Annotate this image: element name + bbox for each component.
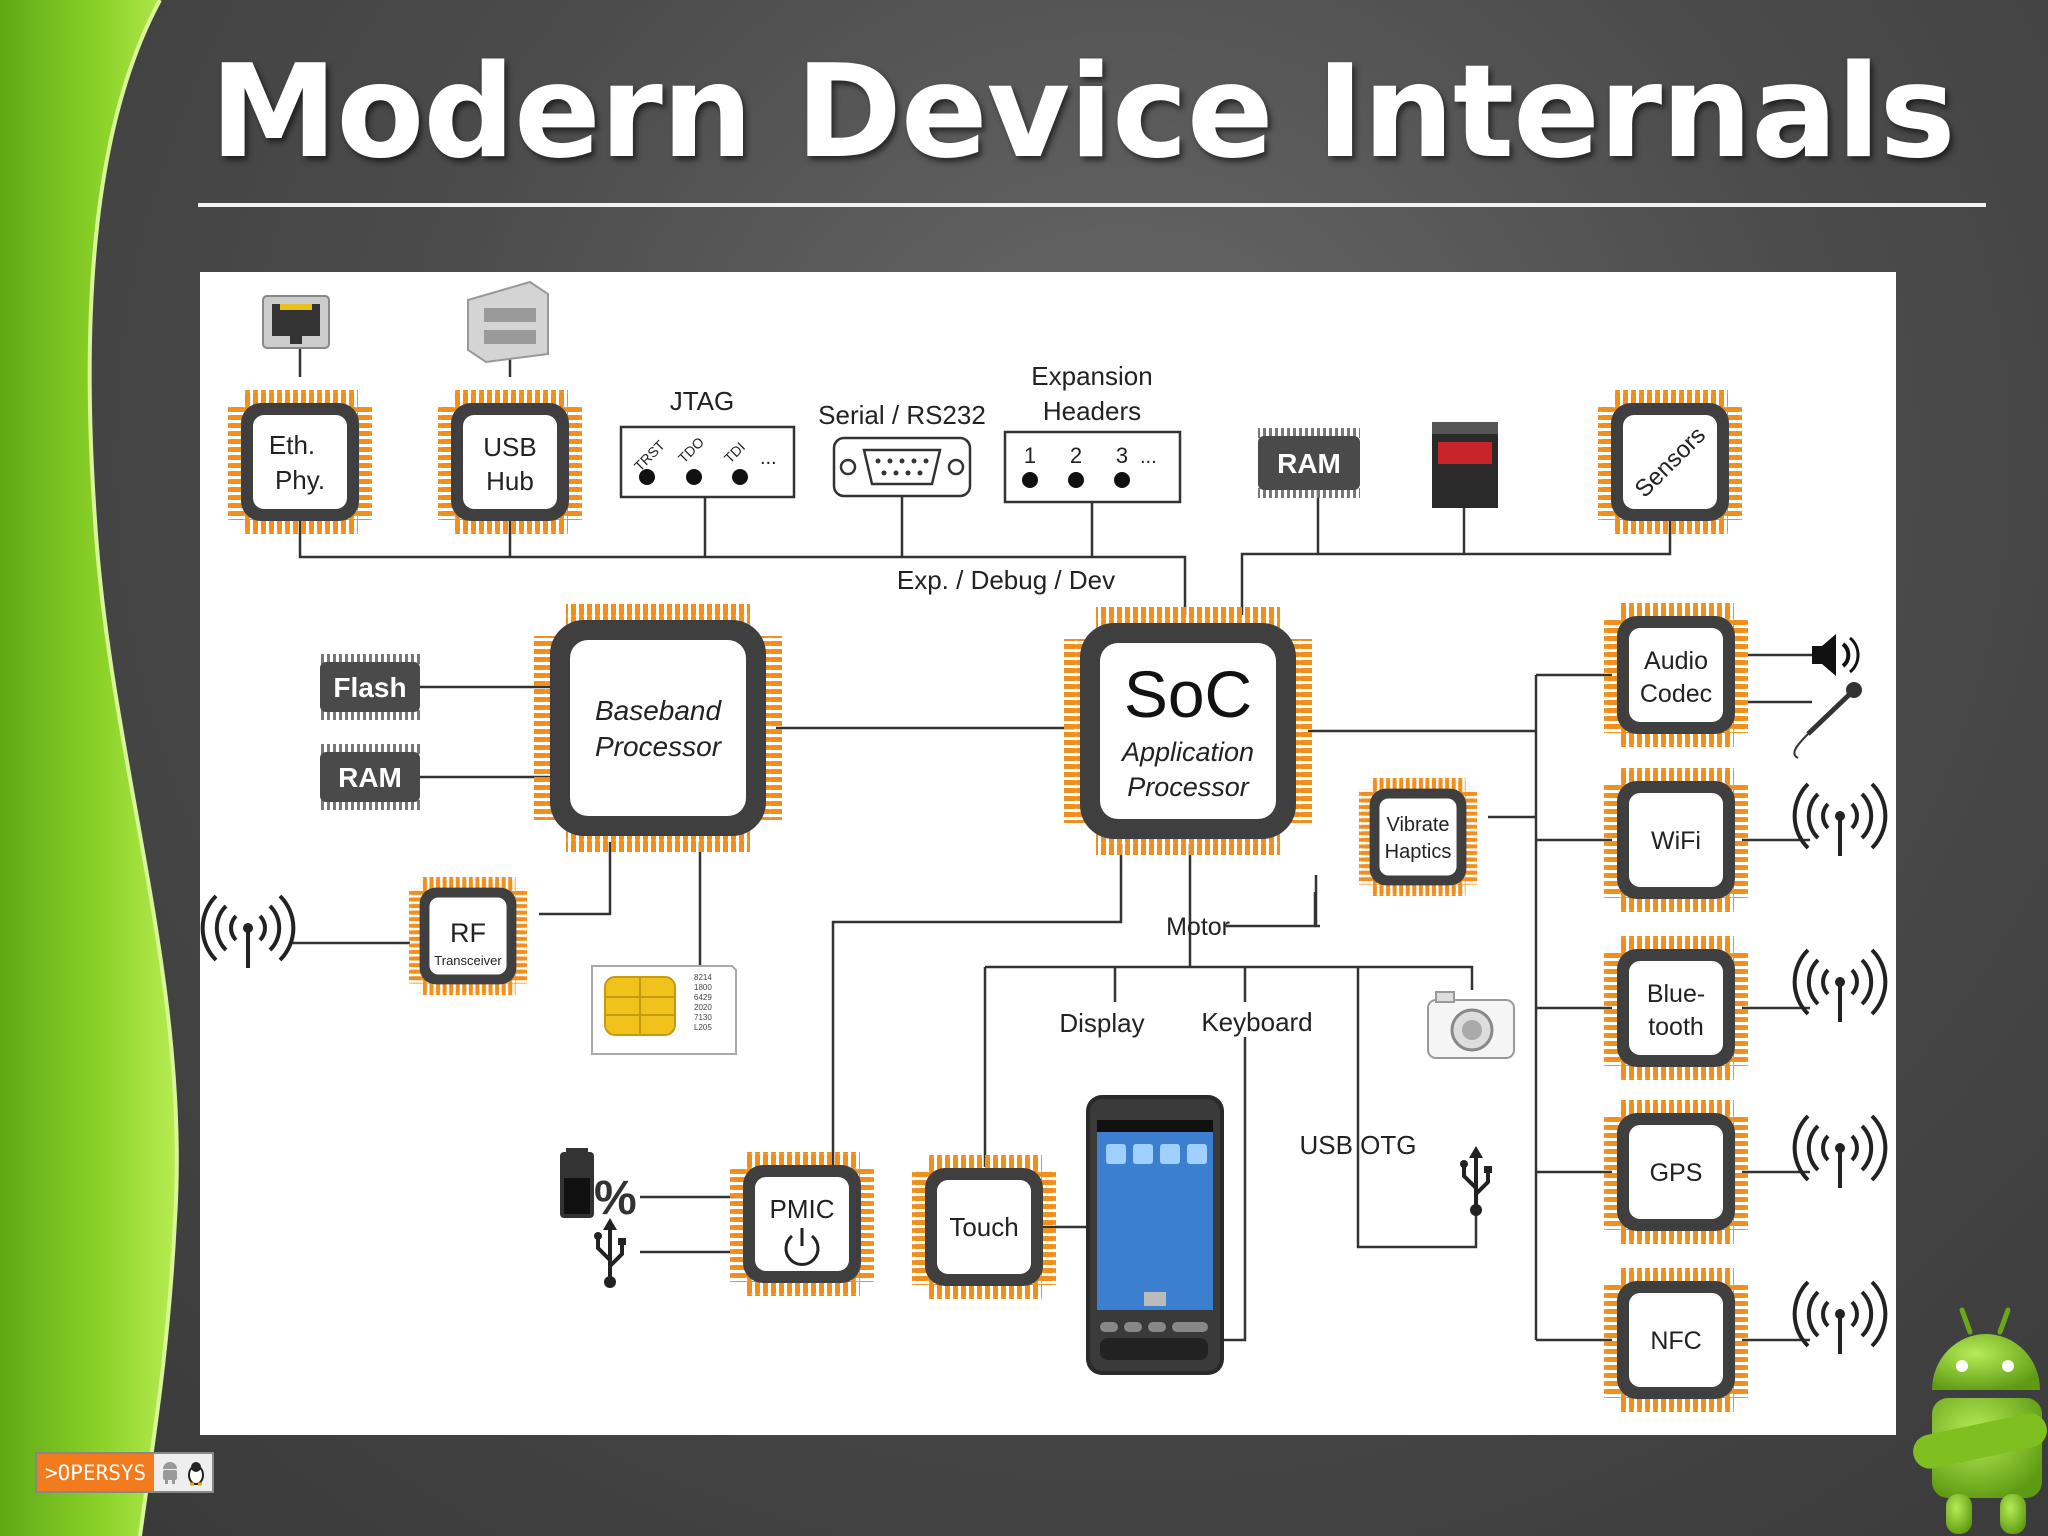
svg-text:Haptics: Haptics <box>1385 841 1452 863</box>
opersys-logo-text: >OPERSYS <box>37 1454 155 1491</box>
ram-left-module: RAM <box>320 744 420 810</box>
svg-text:Eth.: Eth. <box>269 430 315 460</box>
wifi-antenna-icon <box>1792 782 1888 858</box>
touch-chip: Touch <box>912 1155 1056 1299</box>
serial-rs232-port: Serial / RS232 <box>818 400 986 498</box>
usb-hub-chip: USB Hub <box>438 390 582 534</box>
svg-text:2020: 2020 <box>694 1003 712 1012</box>
svg-text:RAM: RAM <box>338 762 402 793</box>
motor-label: Motor <box>1166 913 1230 941</box>
svg-text:RAM: RAM <box>1277 448 1341 479</box>
usb-power-icon <box>592 1216 628 1290</box>
pmic-chip: PMIC <box>730 1152 874 1296</box>
svg-text:Vibrate: Vibrate <box>1386 814 1449 836</box>
svg-text:NFC: NFC <box>1650 1327 1701 1355</box>
svg-text:WiFi: WiFi <box>1651 827 1701 855</box>
eth-phy-chip: Eth. Phy. <box>228 390 372 534</box>
svg-text:...: ... <box>1140 446 1157 468</box>
svg-text:Blue-: Blue- <box>1647 980 1705 1008</box>
svg-text:RF: RF <box>450 918 486 948</box>
svg-text:...: ... <box>760 447 777 469</box>
svg-text:Audio: Audio <box>1644 647 1708 675</box>
svg-text:JTAG: JTAG <box>670 386 735 416</box>
svg-text:Transceiver: Transceiver <box>434 953 502 968</box>
title-divider <box>198 203 1986 207</box>
nfc-antenna-icon <box>1792 1280 1888 1356</box>
svg-text:8214: 8214 <box>694 973 712 982</box>
svg-text:Hub: Hub <box>486 466 534 496</box>
keyboard-label: Keyboard <box>1201 1007 1312 1037</box>
opersys-logo: >OPERSYS <box>35 1452 215 1493</box>
svg-text:6429: 6429 <box>694 993 712 1002</box>
bluetooth-antenna-icon <box>1792 948 1888 1024</box>
rf-transceiver-chip: RF Transceiver <box>408 876 528 996</box>
soc-application-processor-chip: SoC Application Processor <box>1064 607 1312 855</box>
tux-linux-icon <box>188 1461 205 1485</box>
rf-antenna-icon <box>200 894 296 970</box>
svg-text:SoC: SoC <box>1124 657 1252 731</box>
eth-port-icon <box>262 295 330 349</box>
camera-icon <box>1427 991 1515 1059</box>
microphone-icon <box>1793 682 1862 759</box>
svg-text:Headers: Headers <box>1043 396 1141 426</box>
gps-chip: GPS <box>1604 1100 1748 1244</box>
speaker-icon <box>1812 634 1860 676</box>
sim-card-icon: 8214 1800 6429 2020 7130 L205 <box>591 965 737 1055</box>
svg-text:%: % <box>594 1172 637 1225</box>
debug-bus-label: Exp. / Debug / Dev <box>897 565 1115 595</box>
sd-card-icon <box>1432 422 1498 508</box>
svg-text:2: 2 <box>1070 443 1082 468</box>
android-logo-icon <box>163 1461 178 1484</box>
svg-text:GPS: GPS <box>1650 1159 1703 1187</box>
svg-text:Codec: Codec <box>1640 680 1712 708</box>
svg-text:1800: 1800 <box>694 983 712 992</box>
vibrate-haptics-chip: Vibrate Haptics <box>1358 777 1478 897</box>
svg-text:tooth: tooth <box>1648 1013 1704 1041</box>
svg-text:Serial / RS232: Serial / RS232 <box>818 400 986 430</box>
ram-top-module: RAM <box>1258 428 1360 498</box>
svg-text:L205: L205 <box>694 1023 712 1032</box>
baseband-processor-chip: Baseband Processor <box>534 604 782 852</box>
audio-codec-chip: Audio Codec <box>1604 603 1748 747</box>
expansion-headers: Expansion Headers 1 2 3 ... <box>1003 361 1182 504</box>
usb-otg-icon <box>1458 1144 1494 1218</box>
gps-antenna-icon <box>1792 1114 1888 1190</box>
flash-module: Flash <box>320 654 420 720</box>
green-swoosh-decoration <box>0 0 179 1536</box>
svg-text:Baseband: Baseband <box>595 695 723 726</box>
svg-text:PMIC: PMIC <box>770 1194 835 1224</box>
device-block-diagram: Eth. Phy. USB Hub JTAG TRST TDO TDI ... … <box>200 272 1896 1435</box>
svg-text:Application: Application <box>1120 737 1254 767</box>
svg-text:7130: 7130 <box>694 1013 712 1022</box>
svg-text:USB: USB <box>483 432 536 462</box>
svg-text:Expansion: Expansion <box>1031 361 1152 391</box>
sensors-chip: Sensors <box>1598 390 1742 534</box>
wifi-chip: WiFi <box>1604 768 1748 912</box>
jtag-header: JTAG TRST TDO TDI ... <box>619 386 796 499</box>
svg-text:3: 3 <box>1116 443 1128 468</box>
svg-text:Processor: Processor <box>1127 772 1250 802</box>
battery-icon: % <box>560 1148 637 1225</box>
svg-text:Flash: Flash <box>333 672 406 703</box>
slide-title: Modern Device Internals <box>210 38 1956 187</box>
display-label: Display <box>1059 1008 1144 1038</box>
smartphone-icon <box>1086 1095 1224 1375</box>
bluetooth-chip: Blue- tooth <box>1604 936 1748 1080</box>
svg-text:Touch: Touch <box>949 1212 1018 1242</box>
svg-text:Phy.: Phy. <box>275 465 325 495</box>
android-mascot-icon <box>1913 1307 2047 1534</box>
svg-text:1: 1 <box>1024 443 1036 468</box>
usb-otg-label: USB OTG <box>1299 1130 1416 1160</box>
nfc-chip: NFC <box>1604 1268 1748 1412</box>
svg-text:Processor: Processor <box>595 731 723 762</box>
usb-port-icon <box>467 280 549 364</box>
